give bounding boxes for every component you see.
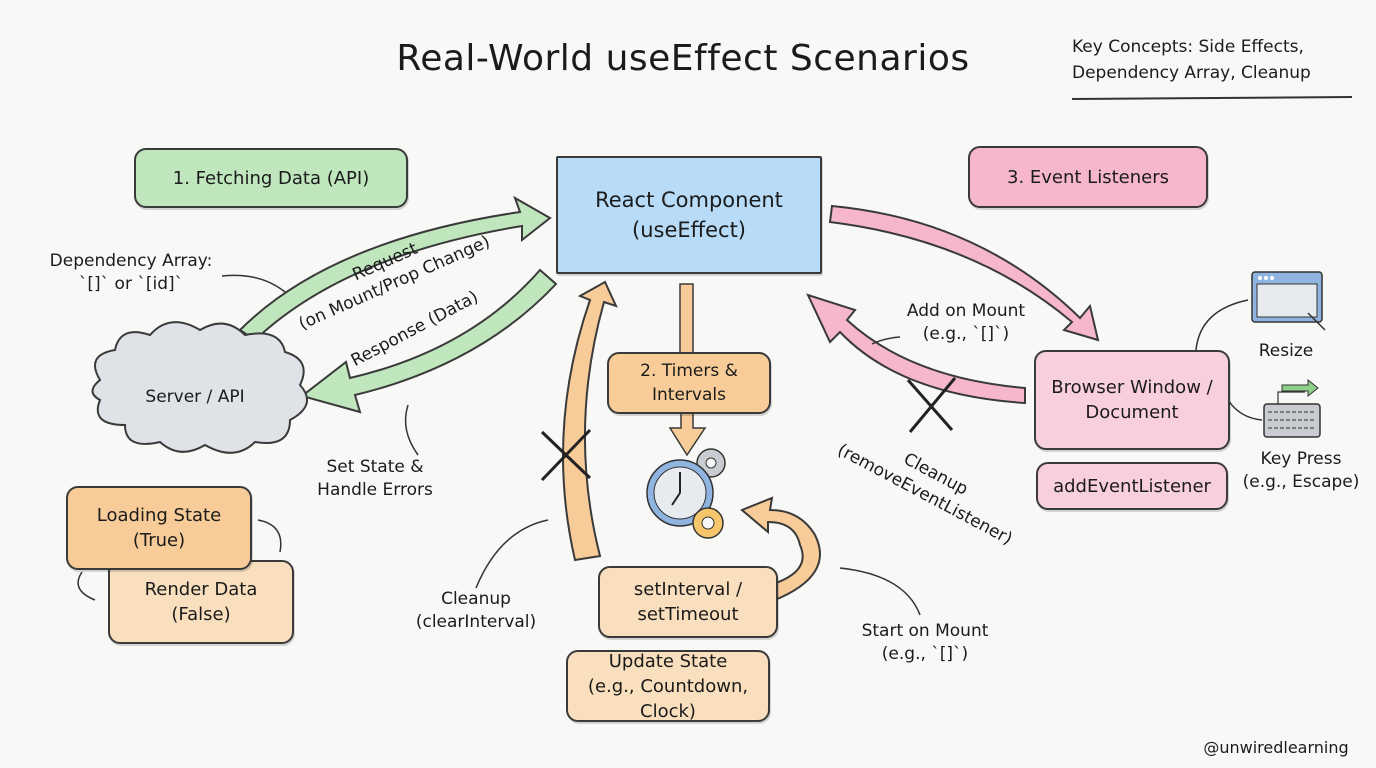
loading-state-box[interactable]: Loading State (True) xyxy=(66,486,252,570)
render-data-box[interactable]: Render Data (False) xyxy=(108,560,294,644)
timers-header-line-2: Intervals xyxy=(652,385,726,405)
add-event-listener-text: addEventListener xyxy=(1053,475,1211,497)
start-on-mount-label: Start on Mount (e.g., `[]`) xyxy=(840,620,1010,666)
browser-window-box[interactable]: Browser Window / Document xyxy=(1034,350,1230,450)
dependency-array-line-2: `[]` or `[id]` xyxy=(78,274,184,294)
watermark: @unwiredlearning xyxy=(1203,738,1349,757)
annotation-arrows xyxy=(77,274,1263,616)
resize-label: Resize xyxy=(1258,341,1314,361)
server-api-label: Server / API xyxy=(145,387,245,407)
event-listeners-header-text: 3. Event Listeners xyxy=(1007,166,1169,188)
page-title: Real-World useEffect Scenarios xyxy=(0,38,1376,79)
add-event-listener-box[interactable]: addEventListener xyxy=(1036,462,1228,510)
key-concepts-line-2: Dependency Array, Cleanup xyxy=(1072,63,1311,83)
dependency-array-label: Dependency Array: `[]` or `[id]` xyxy=(26,250,236,296)
add-on-mount-line-2: (e.g., `[]`) xyxy=(922,324,1010,344)
set-interval-line-1: setInterval / xyxy=(633,579,743,600)
keyboard-icon xyxy=(1263,378,1321,438)
fetching-data-header-text: 1. Fetching Data (API) xyxy=(172,167,370,189)
cleanup-interval-label: Cleanup (clearInterval) xyxy=(396,588,556,634)
timers-header-line-1: 2. Timers & xyxy=(640,361,738,381)
add-on-mount-line-1: Add on Mount xyxy=(906,301,1026,321)
key-press-label: Key Press (e.g., Escape) xyxy=(1226,448,1376,494)
loading-state-line-1: Loading State xyxy=(96,505,222,526)
start-on-mount-line-1: Start on Mount xyxy=(861,621,989,641)
render-data-line-2: (False) xyxy=(171,604,231,625)
set-state-label: Set State & Handle Errors xyxy=(300,456,450,502)
page-title-text: Real-World useEffect Scenarios xyxy=(396,38,970,79)
remove-listener-arrow xyxy=(806,293,1026,405)
cleanup-interval-arrow xyxy=(562,280,618,562)
react-component-title: React Component xyxy=(595,188,783,212)
start-on-mount-line-2: (e.g., `[]`) xyxy=(881,644,969,664)
key-concepts: Key Concepts: Side Effects, Dependency A… xyxy=(1072,34,1311,86)
timers-intervals-header[interactable]: 2. Timers & Intervals xyxy=(607,352,771,414)
set-interval-box[interactable]: setInterval / setTimeout xyxy=(598,566,778,638)
add-on-mount-label: Add on Mount (e.g., `[]`) xyxy=(886,300,1046,346)
request-arrow xyxy=(238,195,552,342)
cleanup-interval-line-1: Cleanup xyxy=(441,589,511,609)
key-concepts-line-1: Key Concepts: Side Effects, xyxy=(1072,37,1304,57)
timers-to-clock-arrow xyxy=(668,411,707,457)
react-component-subtitle: (useEffect) xyxy=(632,218,746,242)
render-data-line-1: Render Data xyxy=(144,579,258,600)
start-mount-arrow xyxy=(740,496,821,602)
cleanup-x-mark xyxy=(540,428,592,482)
set-state-line-1: Set State & xyxy=(326,457,424,477)
key-press-line-2: (e.g., Escape) xyxy=(1242,472,1360,492)
set-interval-line-2: setTimeout xyxy=(637,604,739,625)
event-listeners-header[interactable]: 3. Event Listeners xyxy=(968,146,1208,208)
resize-window-icon xyxy=(1251,271,1326,331)
loading-state-line-2: (True) xyxy=(132,530,186,551)
clock-gears-icon xyxy=(646,448,726,539)
browser-window-line-1: Browser Window / xyxy=(1051,377,1213,398)
add-listener-arrow xyxy=(828,204,1100,342)
browser-window-line-2: Document xyxy=(1085,402,1179,423)
remove-listener-x-mark xyxy=(906,377,957,433)
response-arrow xyxy=(299,268,558,414)
server-cloud xyxy=(91,321,309,454)
update-state-line-2: (e.g., Countdown, Clock) xyxy=(587,675,749,722)
react-component-box[interactable]: React Component (useEffect) xyxy=(556,156,822,274)
dependency-array-line-1: Dependency Array: xyxy=(49,251,213,271)
key-press-line-1: Key Press xyxy=(1260,449,1342,469)
set-state-line-2: Handle Errors xyxy=(317,480,433,500)
timers-down-arrow xyxy=(679,283,694,356)
fetching-data-header[interactable]: 1. Fetching Data (API) xyxy=(134,148,408,208)
update-state-box[interactable]: Update State (e.g., Countdown, Clock) xyxy=(566,650,770,722)
cleanup-interval-line-2: (clearInterval) xyxy=(415,612,537,632)
update-state-line-1: Update State xyxy=(608,650,728,672)
